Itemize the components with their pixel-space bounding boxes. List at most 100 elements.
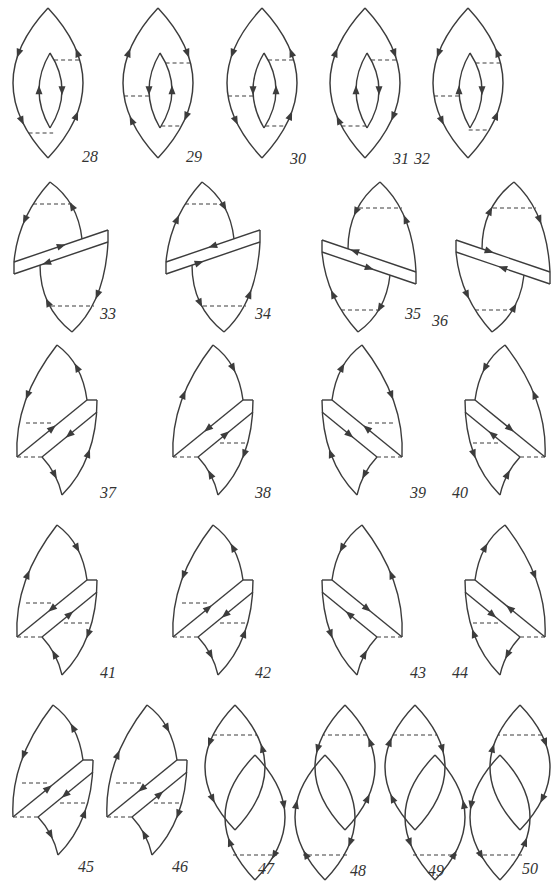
strand-curve xyxy=(147,705,177,760)
strand-curve xyxy=(433,8,468,158)
arrowhead xyxy=(480,543,487,553)
strand-curve xyxy=(42,412,97,457)
dashed-line xyxy=(475,309,514,310)
strand-curve xyxy=(325,755,355,880)
arrowhead xyxy=(292,800,299,809)
strand-curve xyxy=(365,8,400,158)
dashed-line xyxy=(341,309,380,310)
arrowhead xyxy=(231,48,238,58)
strand-curve xyxy=(465,399,475,400)
arrowhead xyxy=(326,629,333,639)
arrowhead xyxy=(348,837,355,847)
knot-figure xyxy=(433,8,503,158)
arrowhead xyxy=(315,744,322,754)
dashed-line xyxy=(17,456,42,457)
arrowhead xyxy=(222,609,231,617)
arrowhead xyxy=(70,202,77,212)
arrowhead xyxy=(387,390,394,400)
arrowhead xyxy=(489,431,498,439)
strand-curve xyxy=(380,182,416,272)
figure-number: 47 xyxy=(258,860,274,878)
knot-figure xyxy=(322,525,402,675)
strand-curve xyxy=(456,252,550,284)
arrowhead xyxy=(260,744,267,754)
strand-curve xyxy=(14,182,50,262)
knot-figure xyxy=(456,182,550,332)
strand-curve xyxy=(468,8,503,158)
figure-number: 44 xyxy=(452,664,468,682)
arrowhead xyxy=(84,449,91,459)
knot-figure xyxy=(322,182,416,332)
strand-curve xyxy=(62,580,97,675)
strand-curve xyxy=(514,182,550,272)
arrowhead xyxy=(391,111,398,121)
strand-curve xyxy=(330,8,365,158)
figure-number: 45 xyxy=(78,858,94,876)
dashed-line xyxy=(365,422,393,423)
arrowhead xyxy=(26,390,33,400)
strand-curve xyxy=(40,265,72,332)
arrowhead xyxy=(437,48,444,58)
arrowhead xyxy=(360,650,367,660)
dashed-line xyxy=(377,456,402,457)
dashed-line xyxy=(161,125,181,126)
strand-curve xyxy=(456,252,492,332)
dashed-line xyxy=(413,854,457,855)
arrowhead xyxy=(52,650,59,660)
strand-curve xyxy=(14,242,108,274)
arrowhead xyxy=(176,809,183,819)
strand-curve xyxy=(177,759,187,760)
arrowhead xyxy=(437,115,444,125)
arrowhead xyxy=(56,244,66,251)
arrowhead xyxy=(17,115,24,125)
knot-figure xyxy=(385,705,468,880)
strand-curve xyxy=(227,8,262,158)
arrowhead xyxy=(290,48,297,58)
strand-curve xyxy=(321,240,322,252)
arrowhead xyxy=(506,605,515,613)
arrowhead xyxy=(154,791,163,799)
strand-curve xyxy=(53,705,83,760)
strand-curve xyxy=(38,772,93,817)
dashed-line xyxy=(228,95,253,96)
knot-figure xyxy=(13,8,83,158)
arrowhead xyxy=(533,390,540,400)
figure-number: 41 xyxy=(100,664,116,682)
strand-curve xyxy=(57,345,87,400)
arrowhead xyxy=(208,241,218,248)
strand-curve xyxy=(38,817,58,855)
arrowhead xyxy=(540,737,547,747)
dashed-line xyxy=(303,854,347,855)
arrowhead xyxy=(540,793,547,803)
knot-figure xyxy=(322,345,402,495)
strand-curve xyxy=(492,275,524,332)
dashed-line xyxy=(173,456,198,457)
figure-number: 39 xyxy=(410,484,426,502)
arrowhead xyxy=(438,744,445,754)
strand-curve xyxy=(158,8,193,158)
arrowhead xyxy=(72,543,79,553)
strand-curve xyxy=(123,8,158,158)
dashed-line xyxy=(51,305,94,306)
arrowhead xyxy=(456,85,463,94)
arrowhead xyxy=(340,543,347,553)
strand-curve xyxy=(259,230,260,242)
strand-curve xyxy=(235,705,265,830)
dashed-line xyxy=(185,203,224,204)
arrowhead xyxy=(472,629,479,639)
arrowhead xyxy=(80,809,87,819)
figure-number: 48 xyxy=(350,862,366,880)
dashed-line xyxy=(478,854,522,855)
arrowhead xyxy=(285,111,292,121)
knot-figure xyxy=(173,345,253,495)
arrowhead xyxy=(203,605,212,613)
arrowhead xyxy=(75,363,82,373)
arrowhead xyxy=(488,744,495,754)
arrowhead xyxy=(280,800,287,809)
figure-number: 49 xyxy=(428,862,444,880)
strand-curve xyxy=(83,759,93,760)
arrowhead xyxy=(273,85,280,94)
strand-curve xyxy=(358,275,390,332)
knot-figure xyxy=(14,182,108,332)
strand-curve xyxy=(549,272,550,284)
